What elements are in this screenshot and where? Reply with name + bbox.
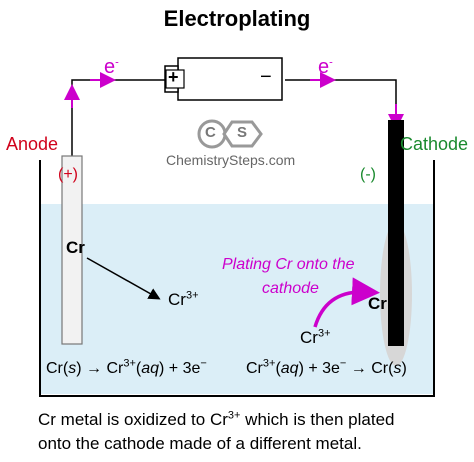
diagram-title: Electroplating [163,6,311,31]
eq-state: s [393,360,402,377]
eq-part: ) → Cr [76,360,124,377]
electron-charge: - [115,56,119,69]
ion-label-cathode: Cr3+ [300,328,331,348]
battery-negative-sign: − [260,66,272,88]
eq-part: ( [135,360,142,377]
ion-base: Cr [300,328,318,347]
logo-letter-s: S [237,124,248,141]
eq-charge: 3+ [123,357,136,370]
plating-note-line2: cathode [262,280,319,297]
wire-left [71,79,165,156]
eq-part: ) + 3e [298,360,340,377]
anode-electrode [61,155,83,345]
eq-charge: − [339,357,347,370]
logo [197,119,263,149]
cathode-electrode [388,120,404,346]
eq-part: Cr [246,360,263,377]
battery [177,57,283,101]
eq-part: ) [401,360,407,377]
electron-label-right: e- [318,56,333,79]
anode-equation: Cr(s) → Cr3+(aq) + 3e− [46,357,207,378]
eq-charge: 3+ [262,357,276,370]
plating-arrow [313,277,380,328]
electron-symbol: e [318,56,330,78]
eq-state: s [68,360,77,377]
cathode-label: Cathode [400,134,469,154]
ion-charge: 3+ [317,327,331,340]
logo-site-name: ChemistrySteps.com [166,152,296,168]
ion-base: Cr [168,290,186,309]
cathode-sign: (-) [360,166,376,183]
caption-charge: 3+ [227,409,241,422]
anode-metal-label: Cr [66,238,85,257]
caption-text: Cr metal is oxidized to Cr [38,410,228,429]
anode-label: Anode [6,134,59,154]
eq-charge: − [200,357,207,370]
anode-sign: (+) [58,166,78,183]
eq-part: → Cr( [346,360,394,377]
caption-line2: onto the cathode made of a different met… [38,434,362,453]
caption-text: which is then plated [240,410,395,429]
battery-positive-sign: + [168,67,179,87]
eq-state: aq [280,360,299,377]
caption-line1: Cr metal is oxidized to Cr3+ which is th… [38,408,394,432]
ion-charge: 3+ [185,289,199,302]
beaker [39,160,435,397]
cathode-metal-label: Cr [368,294,387,313]
ion-label-anode: Cr3+ [168,290,199,310]
logo-letter-c: C [205,124,216,141]
electron-symbol: e [104,56,116,78]
eq-part: Cr( [46,360,69,377]
electron-charge: - [329,56,333,69]
logo-hexagon-icon [222,120,263,148]
cathode-equation: Cr3+(aq) + 3e− → Cr(s) [246,357,407,378]
battery-positive-box [165,69,185,89]
wire-right [285,79,397,120]
eq-part: ) + 3e [159,360,201,377]
ion-migration-arrow [86,257,161,300]
plating-note-line1: Plating Cr onto the [222,256,355,273]
electron-label-left: e- [104,56,119,79]
eq-part: ( [275,360,281,377]
eq-state: aq [141,360,159,377]
